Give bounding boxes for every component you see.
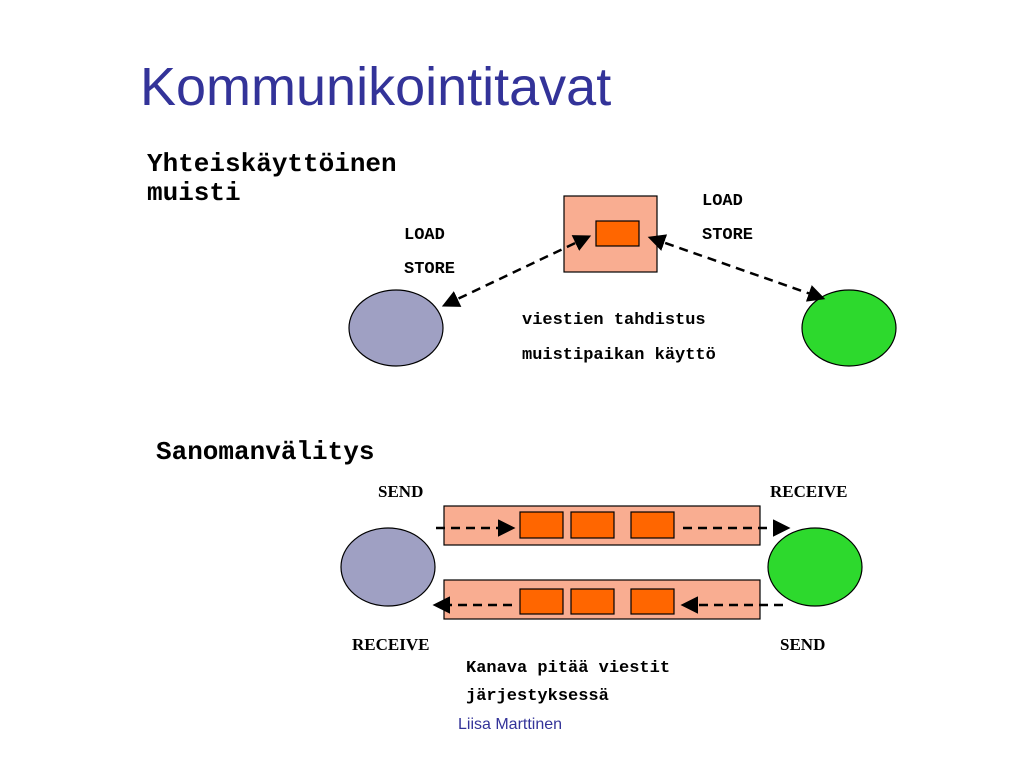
footer-author: Liisa Marttinen xyxy=(458,716,563,733)
left-memory-access-arrow xyxy=(441,235,592,307)
right-process-circle xyxy=(801,289,897,367)
message-cell-bottom-2 xyxy=(570,588,615,615)
message-passing-heading: Sanomanvälitys xyxy=(156,437,375,467)
memory-note-usage: muistipaikan käyttö xyxy=(522,346,716,365)
memory-cell xyxy=(595,220,640,247)
top-receive-label: RECEIVE xyxy=(770,482,848,501)
receiver-process-circle xyxy=(767,527,863,607)
message-cell-bottom-3 xyxy=(630,588,675,615)
message-cell-top-2 xyxy=(570,511,615,539)
sender-process-circle xyxy=(340,527,436,607)
shared-memory-heading-line1: Yhteiskäyttöinen xyxy=(147,149,397,179)
top-send-label: SEND xyxy=(378,482,424,501)
right-load-label: LOAD xyxy=(702,192,743,211)
message-cell-bottom-1 xyxy=(519,588,564,615)
memory-note-sync: viestien tahdistus xyxy=(522,311,706,330)
slide-title: Kommunikointitavat xyxy=(140,57,612,117)
right-memory-access-arrow xyxy=(647,234,826,302)
left-load-label: LOAD xyxy=(404,226,445,245)
bottom-receive-label: RECEIVE xyxy=(352,635,430,654)
shared-memory-heading: Yhteiskäyttöinen muisti xyxy=(147,150,397,208)
left-process-circle xyxy=(348,289,444,367)
shared-memory-heading-line2: muisti xyxy=(147,178,241,208)
bottom-send-label: SEND xyxy=(780,635,826,654)
message-cell-top-1 xyxy=(519,511,564,539)
channel-note-line2: järjestyksessä xyxy=(466,687,609,706)
channel-note-line1: Kanava pitää viestit xyxy=(466,659,671,678)
message-cell-top-3 xyxy=(630,511,675,539)
